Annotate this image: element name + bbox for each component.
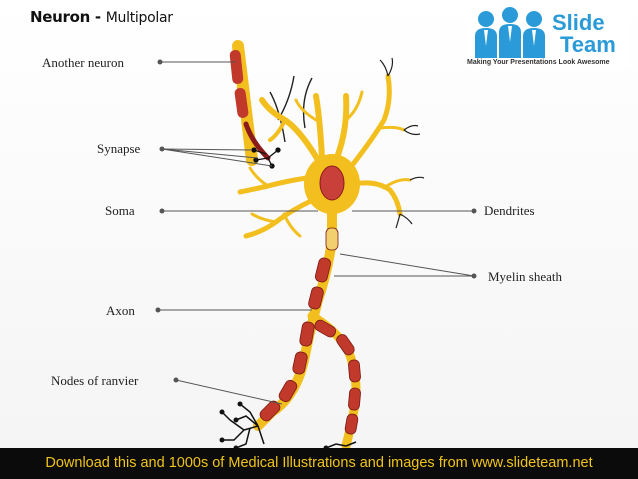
slideteam-logo: Slide Team Making Your Presentations Loo…: [466, 4, 630, 70]
label-another-neuron: Another neuron: [42, 55, 124, 70]
dendrites: [237, 73, 412, 239]
title-sub: Multipolar: [105, 10, 173, 26]
upper-neuron-axon: [229, 40, 271, 166]
leader-lines: [158, 61, 475, 405]
label-myelin-sheath: Myelin sheath: [488, 269, 563, 284]
dendrite-tips: [379, 57, 425, 229]
logo-word-slide: Slide: [552, 10, 605, 35]
label-axon: Axon: [106, 303, 135, 318]
label-soma: Soma: [105, 203, 135, 218]
nucleus: [319, 165, 345, 201]
upper-neuron-terminals: [251, 147, 281, 169]
label-nodes-of-ranvier: Nodes of ranvier: [51, 373, 139, 388]
myelin-sheath-segments: [259, 227, 361, 435]
logo-word-team: Team: [560, 32, 616, 57]
leader-dots: [155, 59, 477, 383]
axon-terminals: [219, 401, 357, 451]
people-icon: [475, 7, 545, 58]
label-synapse: Synapse: [97, 141, 141, 156]
footer-banner: Download this and 1000s of Medical Illus…: [0, 448, 638, 479]
slide-title: Neuron - Multipolar: [30, 8, 173, 26]
logo-tagline: Making Your Presentations Look Awesome: [467, 59, 610, 66]
label-dendrites: Dendrites: [484, 203, 535, 218]
title-main: Neuron -: [30, 8, 101, 26]
